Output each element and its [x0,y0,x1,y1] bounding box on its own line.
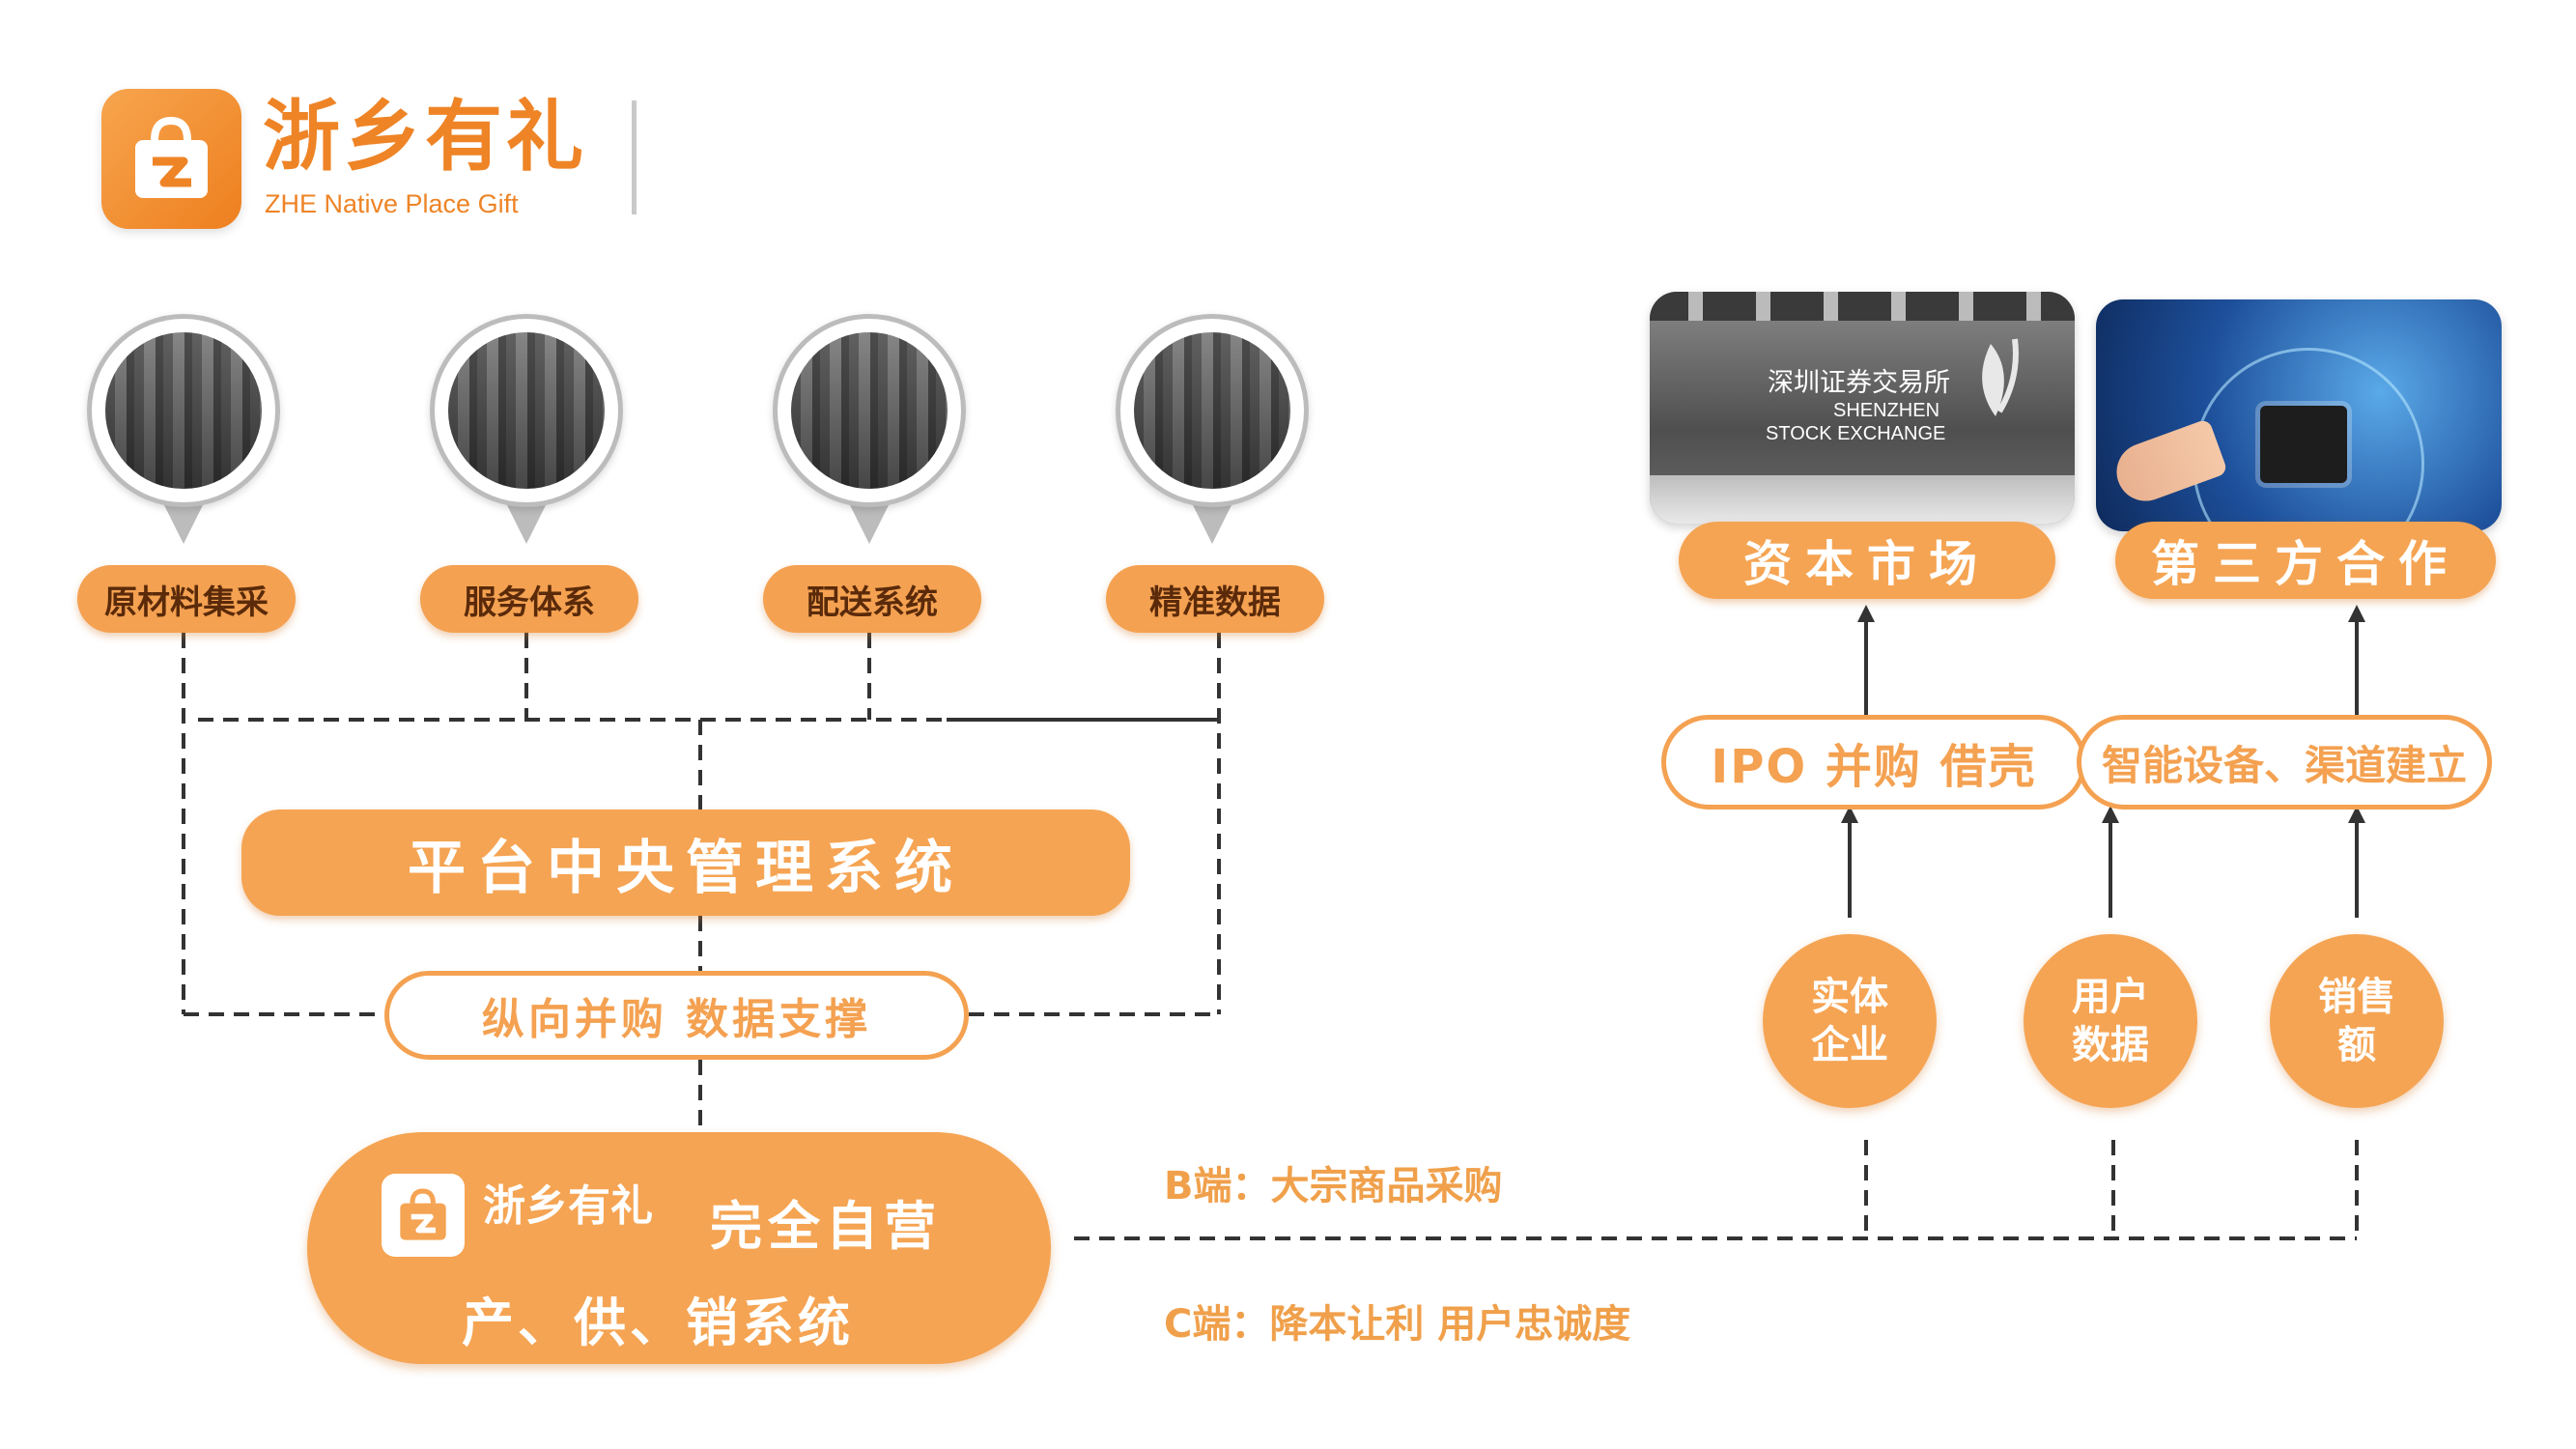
ipo-merger-box: IPO 并购 借壳 [1661,715,2086,810]
brand-logo [101,89,241,229]
smart-tech-photo [2096,299,2502,531]
circle-line: 企业 [1811,1023,1888,1067]
third-party-label: 第三方合作 [2115,522,2496,599]
pin-service [430,314,623,555]
smart-device-box: 智能设备、渠道建立 [2077,715,2492,810]
stock-exchange-photo: 深圳证券交易所 SHENZHEN STOCK EXCHANGE [1650,292,2075,524]
capital-market-label: 资本市场 [1679,522,2055,599]
pin-head [87,314,280,507]
pin-head [1116,314,1309,507]
chip-icon [2260,406,2347,483]
pin-label-service: 服务体系 [420,565,638,633]
circle-user-data: 用户 数据 [2024,934,2197,1108]
logo-divider [632,100,637,214]
warehouse-photo [791,332,948,489]
datacenter-photo [1134,332,1290,489]
brand-subtitle: ZHE Native Place Gift [265,189,519,218]
circle-entity-enterprise: 实体 企业 [1763,934,1937,1108]
factory-photo [105,332,262,489]
b-end-label: B端：大宗商品采购 [1164,1164,1503,1208]
photo-roofline [1650,292,2075,321]
pin-label-data: 精准数据 [1106,565,1324,633]
c-end-label: C端：降本让利 用户忠诚度 [1164,1302,1631,1347]
exchange-name-en-2: STOCK EXCHANGE [1766,423,1946,444]
circle-line: 实体 [1811,975,1888,1019]
pin-data [1116,314,1309,555]
exchange-name-cn: 深圳证券交易所 [1768,368,1950,398]
pin-head [773,314,966,507]
gift-bag-icon [400,1188,446,1240]
exchange-name-en-1: SHENZHEN [1833,400,1940,421]
circle-line: 数据 [2072,1023,2149,1067]
self-brand-logo [382,1174,465,1257]
circle-line: 销售 [2318,975,2395,1019]
pin-raw-materials [87,314,280,555]
vertical-support-box: 纵向并购 数据支撑 [384,971,969,1060]
self-operated-subtitle: 产、供、销系统 [462,1293,854,1353]
circle-line: 额 [2337,1023,2376,1067]
circle-line: 用户 [2072,975,2149,1019]
gift-bag-icon [135,116,208,198]
pin-label-delivery: 配送系统 [763,565,981,633]
central-management-system: 平台中央管理系统 [241,810,1130,916]
self-operated-title: 完全自营 [710,1196,942,1257]
office-photo [448,332,605,489]
self-brand-name: 浙乡有礼 [483,1181,653,1231]
pin-label-raw-materials: 原材料集采 [77,565,296,633]
pin-delivery [773,314,966,555]
photo-floor [1650,475,2075,524]
pin-head [430,314,623,507]
circle-sales: 销售 额 [2270,934,2444,1108]
leaf-logo-icon [1982,338,2019,416]
brand-name: 浙乡有礼 [263,92,587,182]
